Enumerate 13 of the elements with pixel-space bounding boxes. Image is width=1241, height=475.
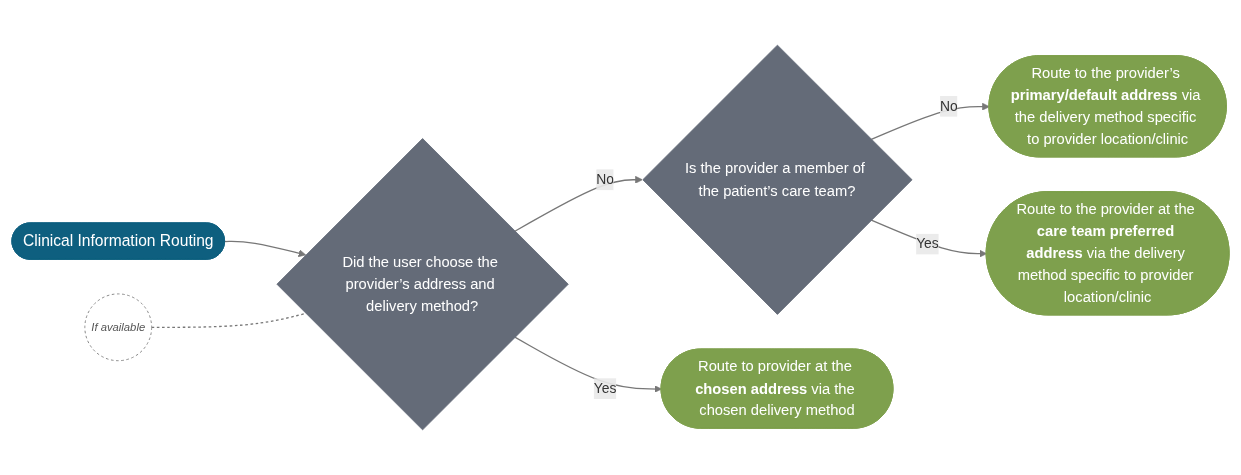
edge-label: Yes	[593, 380, 617, 396]
connector	[151, 312, 307, 328]
arrow	[870, 102, 990, 141]
arrow	[870, 219, 987, 258]
edge-label: No	[940, 98, 958, 114]
arrow	[224, 240, 307, 257]
arrow	[514, 336, 662, 393]
node-circle: If available	[84, 293, 153, 362]
edge-label: Yes	[916, 236, 939, 251]
node-diamond: Did the user choose the provider’s address and delivery method?	[276, 138, 569, 431]
edge-label: No	[596, 171, 614, 187]
node-diamond: Is the provider a member of the patient’s care team?	[642, 44, 913, 315]
arrow	[514, 175, 643, 232]
